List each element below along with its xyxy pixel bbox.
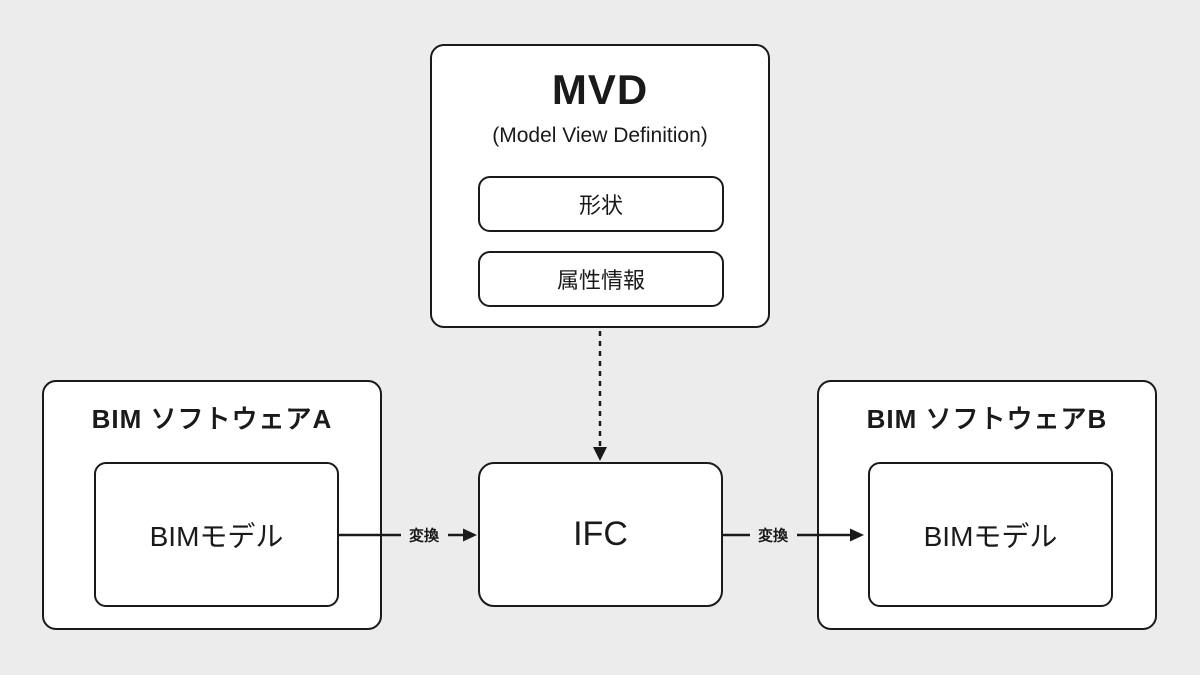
mvd-title: MVD: [551, 66, 649, 113]
conversion-label-right: 変換: [757, 527, 789, 545]
software-b-title: BIM ソフトウェアB: [866, 404, 1108, 434]
mvd-box: MVD (Model View Definition) 形状 属性情報: [430, 44, 770, 328]
software-a-box: BIM ソフトウェアA BIMモデル: [42, 380, 382, 630]
mvd-item-shape: 形状: [478, 176, 724, 232]
software-b-box: BIM ソフトウェアB BIMモデル: [817, 380, 1157, 630]
dashed-arrow-mvd-to-ifc: [593, 331, 607, 461]
mvd-subtitle: (Model View Definition): [492, 124, 708, 147]
ifc-box: IFC: [478, 462, 723, 607]
bim-model-b-box: BIMモデル: [868, 462, 1113, 607]
bim-model-a-box: BIMモデル: [94, 462, 339, 607]
conversion-label-left: 変換: [408, 527, 440, 545]
mvd-item-attributes: 属性情報: [478, 251, 724, 307]
software-a-title: BIM ソフトウェアA: [91, 404, 333, 434]
